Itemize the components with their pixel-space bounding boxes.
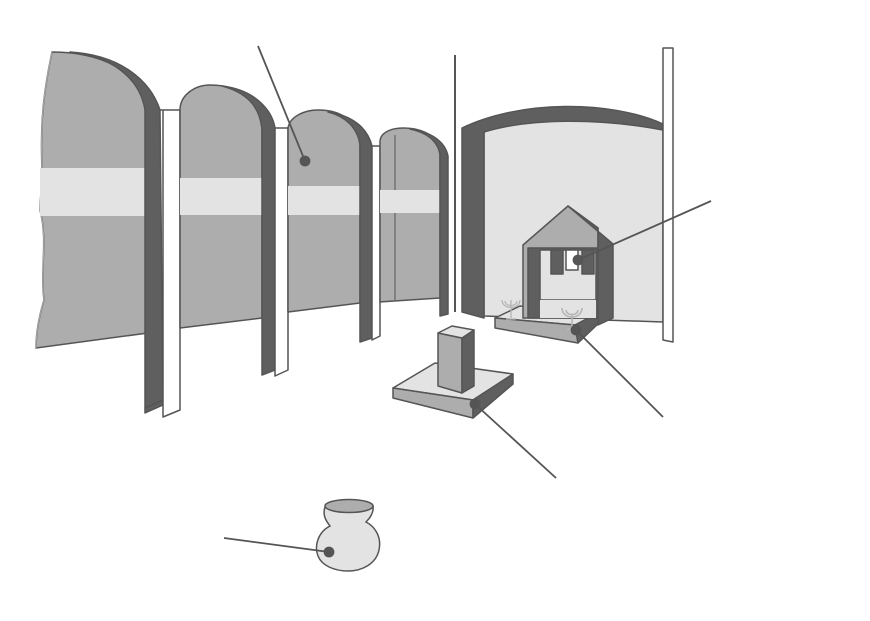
- left-arcade: [35, 51, 449, 418]
- arch-3: [287, 109, 381, 343]
- torah-shrine-callout: [572, 200, 712, 266]
- arch-4: [379, 127, 449, 317]
- bema-platform-callout: [570, 324, 664, 418]
- clay-jar: [315, 498, 381, 572]
- menorah-left: [501, 299, 521, 320]
- torah-ark: [494, 205, 614, 344]
- jar-callout: [223, 537, 335, 558]
- arch-1: [35, 51, 181, 418]
- arch-niche-callout: [257, 45, 311, 167]
- bema-pedestal: [392, 325, 514, 419]
- pedestal-base-callout: [469, 398, 557, 479]
- leader-lines: [223, 45, 712, 558]
- arch-2: [179, 84, 289, 377]
